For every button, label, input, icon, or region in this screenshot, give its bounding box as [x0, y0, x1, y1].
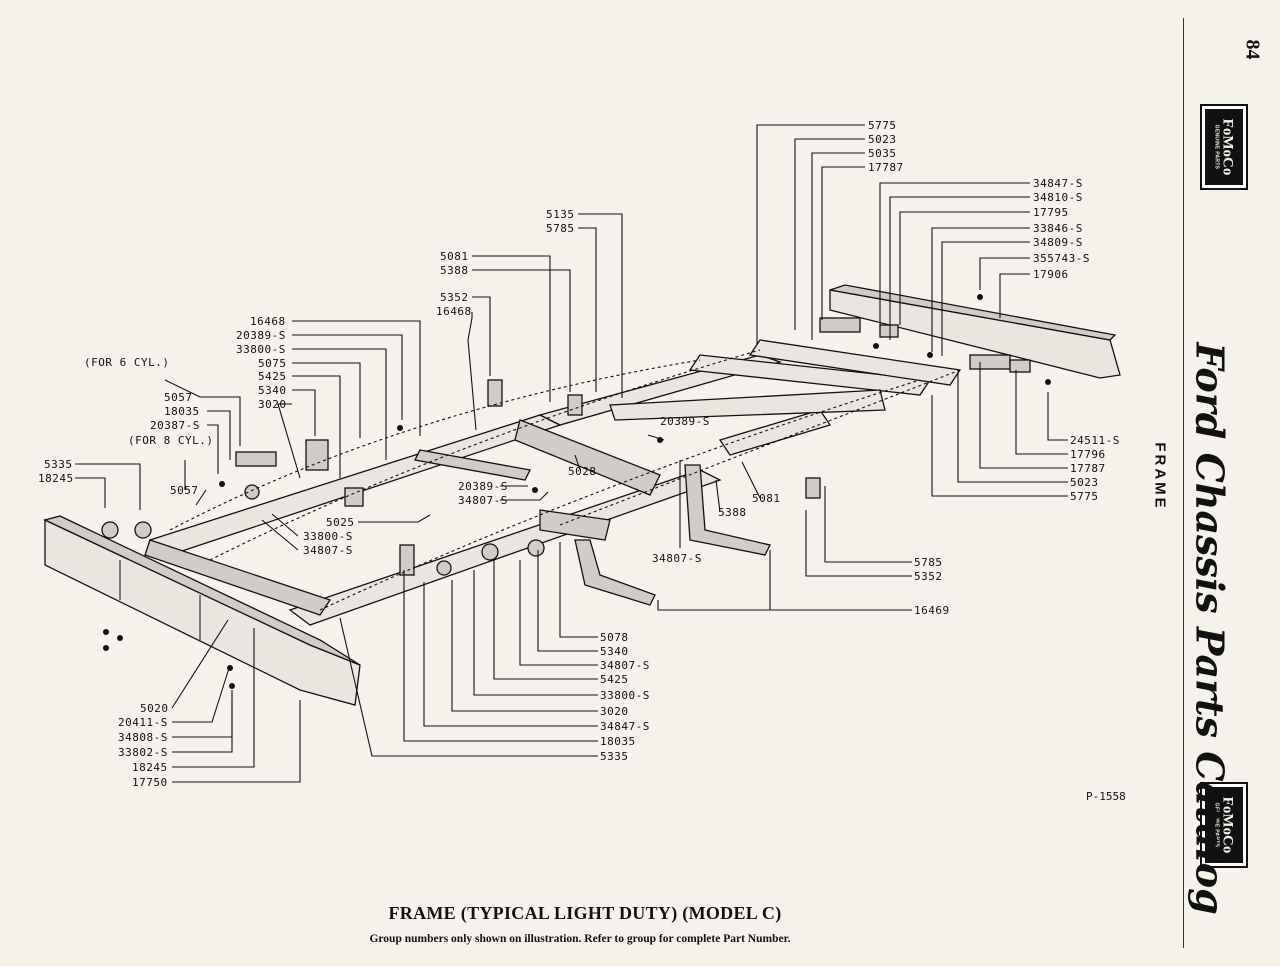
callout: 24511-S	[1070, 434, 1120, 447]
callout: 17796	[1070, 448, 1106, 461]
callout: 33800-S	[303, 530, 353, 543]
callout: 34847-S	[600, 720, 650, 733]
callout: 34807-S	[600, 659, 650, 672]
callout: 16469	[914, 604, 950, 617]
section-tab: FRAME	[1151, 442, 1169, 511]
crossmembers	[144, 419, 661, 616]
callout: 5335	[44, 458, 73, 471]
callout: 18245	[132, 761, 168, 774]
callout: 34808-S	[118, 731, 168, 744]
callout: 20387-S	[150, 419, 200, 432]
callout: 18035	[600, 735, 636, 748]
callout: 5035	[868, 147, 897, 160]
figure-caption-title: FRAME (TYPICAL LIGHT DUTY) (MODEL C)	[388, 903, 782, 923]
frame-rear-section	[609, 339, 962, 456]
phantom-lines	[169, 349, 961, 611]
callout-labels: 5775 5023 5035 17787 34847-S 34810-S 177…	[38, 119, 1120, 789]
callout: 5023	[868, 133, 897, 146]
rear-bumper	[829, 284, 1121, 379]
callout: 34807-S	[652, 552, 702, 565]
callout: 20389-S	[458, 480, 508, 493]
callout: 5388	[440, 264, 469, 277]
callout: 33846-S	[1033, 222, 1083, 235]
callout: 33802-S	[118, 746, 168, 759]
callout: 17795	[1033, 206, 1069, 219]
callout: 5020	[140, 702, 169, 715]
callout: 20389-S	[236, 329, 286, 342]
front-bumper	[43, 515, 361, 706]
callout: 5425	[600, 673, 629, 686]
callout: 5057	[164, 391, 193, 404]
callout: 5335	[600, 750, 629, 763]
callout: 5075	[258, 357, 287, 370]
callout: 5081	[440, 250, 469, 263]
brackets	[101, 317, 1031, 606]
callout: 18245	[38, 472, 74, 485]
catalog-side-title: Ford Chassis Parts Catalog	[1187, 342, 1233, 915]
frame-left-rail	[148, 354, 783, 626]
frame-exploded-diagram: 5775 5023 5035 17787 34847-S 34810-S 177…	[38, 119, 1121, 789]
callout: 34809-S	[1033, 236, 1083, 249]
callout: 5785	[914, 556, 943, 569]
callout: 5340	[258, 384, 287, 397]
callout: 5352	[914, 570, 943, 583]
callout: 5023	[1070, 476, 1099, 489]
callout: 5340	[600, 645, 629, 658]
note-6-cyl: (FOR 6 CYL.)	[84, 356, 169, 369]
callout: 5081	[752, 492, 781, 505]
callout: 5135	[546, 208, 575, 221]
figure-caption-subtitle: Group numbers only shown on illustration…	[369, 933, 791, 945]
callout: 17906	[1033, 268, 1069, 281]
callout: 355743-S	[1033, 252, 1090, 265]
callout: 17787	[868, 161, 904, 174]
callout: 34810-S	[1033, 191, 1083, 204]
margin-rule	[1183, 18, 1184, 948]
callout: 3020	[258, 398, 287, 411]
callout: 5028	[568, 465, 597, 478]
callout: 5775	[1070, 490, 1099, 503]
callout: 5785	[546, 222, 575, 235]
callout: 5057	[170, 484, 199, 497]
callout: 20389-S	[660, 415, 710, 428]
callout: 18035	[164, 405, 200, 418]
callout: 33800-S	[236, 343, 286, 356]
callout: 5352	[440, 291, 469, 304]
callout: 16468	[436, 305, 472, 318]
leader-lines	[75, 124, 1068, 783]
callout: 5388	[718, 506, 747, 519]
callout: 16468	[250, 315, 286, 328]
note-8-cyl: (FOR 8 CYL.)	[128, 434, 213, 447]
callout: 34807-S	[303, 544, 353, 557]
plate-number: P-1558	[1086, 790, 1126, 803]
callout: 34807-S	[458, 494, 508, 507]
page-number: 84	[1241, 39, 1264, 60]
callout: 17787	[1070, 462, 1106, 475]
callout: 20411-S	[118, 716, 168, 729]
callout: 5078	[600, 631, 629, 644]
callout: 17750	[132, 776, 168, 789]
callout: 3020	[600, 705, 629, 718]
callout: 5425	[258, 370, 287, 383]
callout: 33800-S	[600, 689, 650, 702]
callout: 5025	[326, 516, 355, 529]
callout: 5775	[868, 119, 897, 132]
callout: 34847-S	[1033, 177, 1083, 190]
